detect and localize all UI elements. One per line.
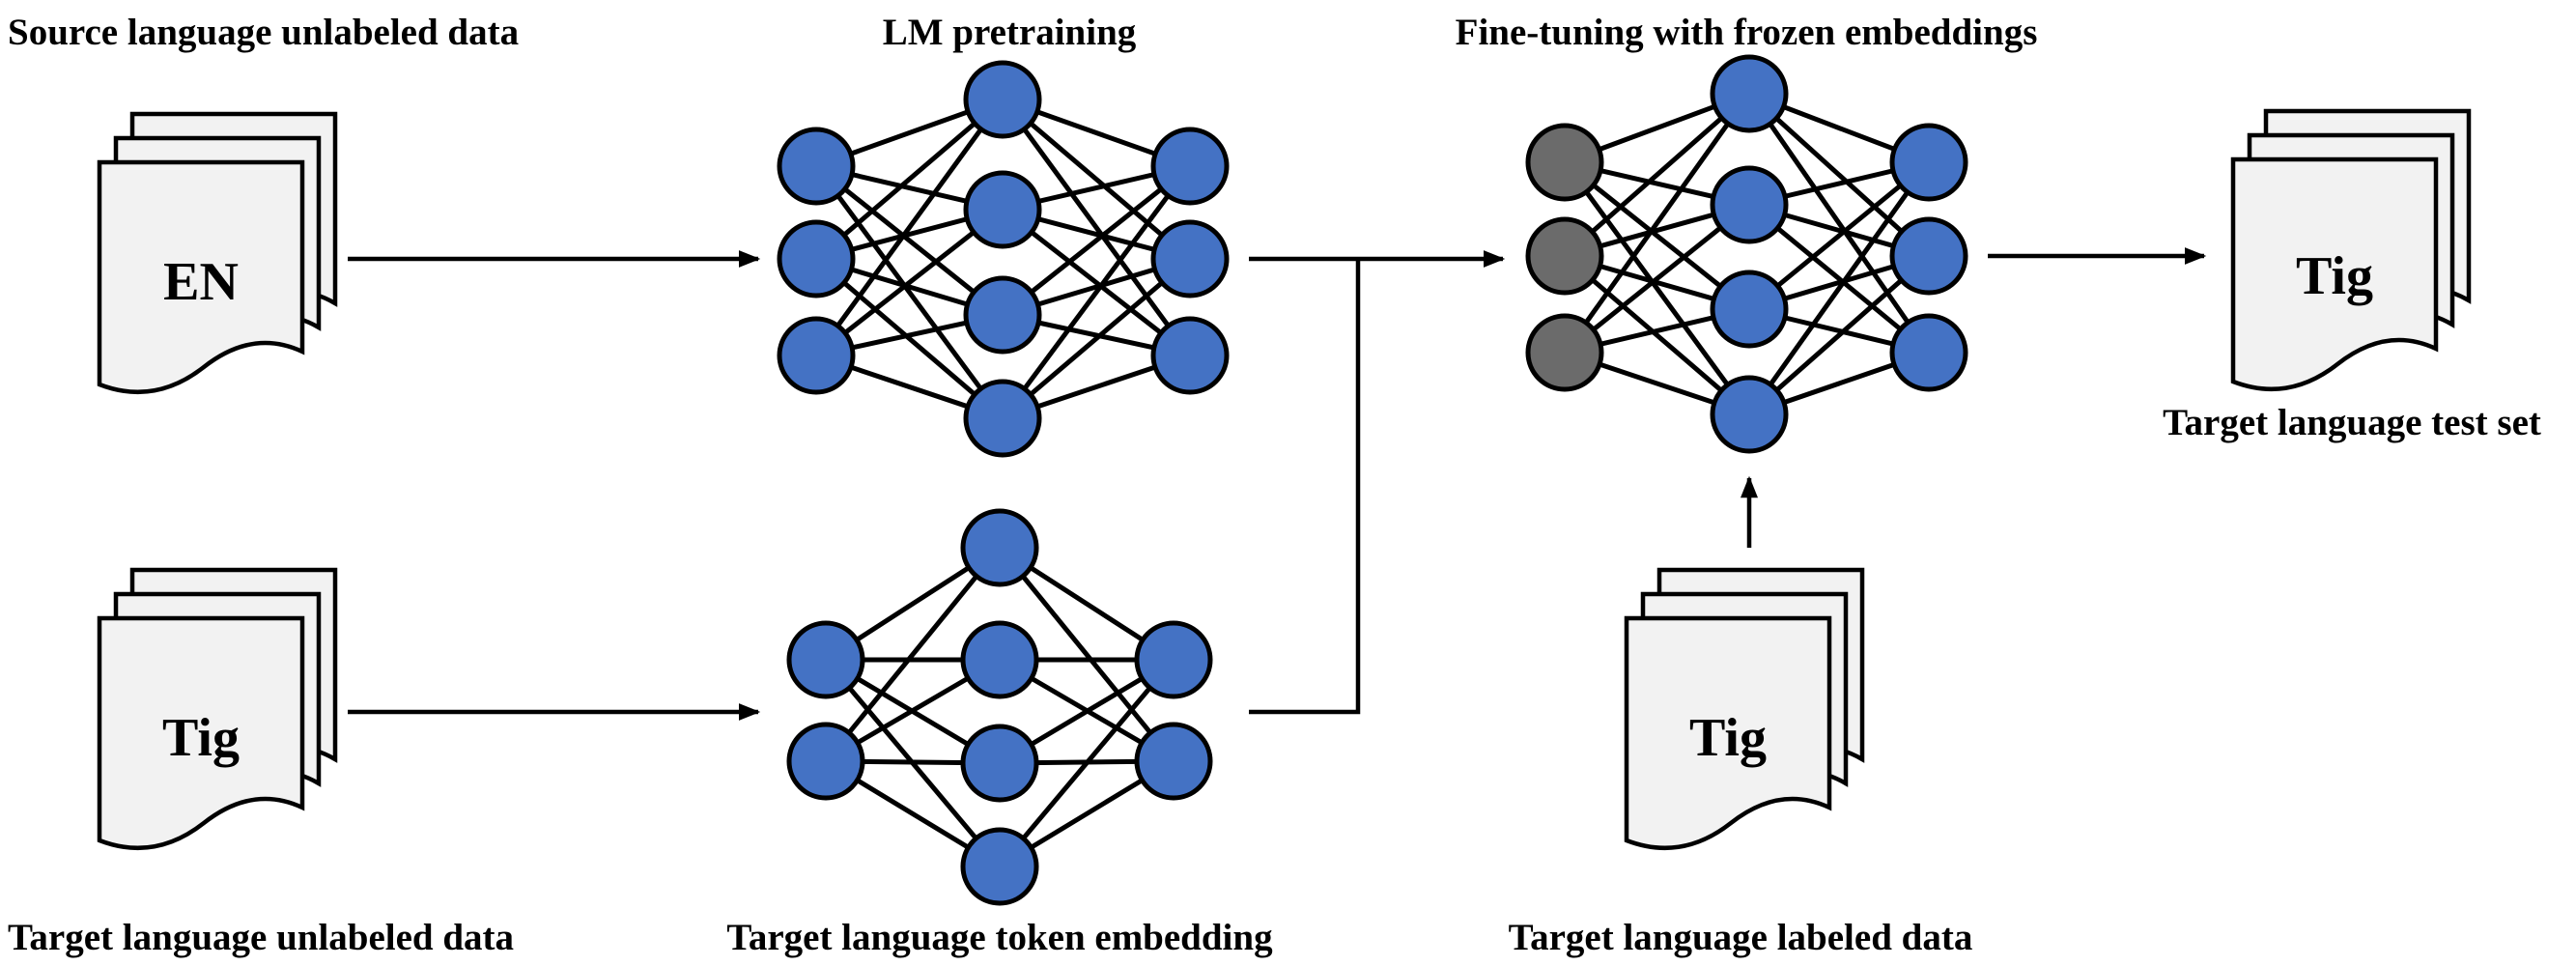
network-edge [1746, 92, 1932, 355]
page-front [97, 159, 305, 395]
network-node [963, 379, 1042, 458]
page-front [2230, 156, 2439, 392]
network-edge [1001, 164, 1192, 317]
document-label-tig: Tig [2296, 246, 2373, 306]
network-edge [1000, 164, 1193, 420]
network-edge [1563, 203, 1751, 355]
document-label-en: EN [163, 252, 239, 312]
label-finetune: Fine-tuning with frozen embeddings [1456, 12, 2038, 53]
network-node [1150, 316, 1230, 395]
network-node [777, 316, 856, 395]
network-edge [813, 164, 1005, 420]
network-node [1150, 127, 1230, 206]
network-node [1710, 375, 1789, 454]
network-edge [814, 208, 1005, 357]
network-edge [1001, 208, 1192, 357]
network-node [960, 620, 1039, 699]
network-edge [998, 546, 1175, 763]
network-edge [998, 658, 1175, 868]
label-target-unlabeled: Target language unlabeled data [8, 917, 514, 958]
document-stack-target-unlabeled: Tig [97, 567, 338, 851]
network-edge [1563, 92, 1751, 258]
network-node [777, 219, 856, 298]
network-node [1134, 620, 1213, 699]
network-edge [813, 98, 1005, 357]
network-edge [1000, 98, 1193, 357]
network-edge [1747, 92, 1931, 258]
network-node [1150, 219, 1230, 298]
frozen-embedding-node [1525, 216, 1604, 296]
page-front [1624, 615, 1832, 851]
network-edge [1746, 160, 1932, 416]
document-stack-target-labeled: Tig [1624, 567, 1865, 851]
network-node [786, 620, 865, 699]
label-target-labeled: Target language labeled data [1509, 917, 1973, 958]
network-edge [1563, 254, 1751, 416]
network-finetune [1525, 54, 1968, 454]
network-edge [814, 164, 1005, 317]
network-node [963, 275, 1042, 355]
network-node [1710, 270, 1789, 349]
network-node [1889, 123, 1968, 202]
document-label-tig: Tig [162, 708, 240, 768]
network-edge [1001, 257, 1192, 420]
network-edge [814, 257, 1005, 420]
network-edge [814, 98, 1005, 261]
network-edge [1563, 160, 1751, 311]
label-source-unlabeled: Source language unlabeled data [8, 12, 519, 53]
network-node [1134, 722, 1213, 801]
network-node [1710, 165, 1789, 244]
network-edge [824, 546, 1002, 763]
network-node [963, 60, 1042, 139]
frozen-embedding-node [1525, 123, 1604, 202]
label-target-embedding: Target language token embedding [726, 917, 1273, 958]
network-node [1889, 313, 1968, 392]
connector-embedding-to-finetune [1249, 259, 1361, 715]
network-node [960, 508, 1039, 587]
network-token-embedding [786, 508, 1213, 906]
document-stack-source: EN [97, 111, 338, 395]
network-node [1710, 54, 1789, 133]
network-node [960, 724, 1039, 803]
network-edge [1562, 92, 1752, 355]
network-node [786, 722, 865, 801]
document-label-tig: Tig [1689, 708, 1767, 768]
document-stack-test: Tig [2230, 108, 2472, 392]
network-edge [1562, 160, 1752, 416]
network-node [960, 827, 1039, 906]
label-lm-pretraining: LM pretraining [883, 12, 1137, 53]
network-edge [1001, 98, 1192, 261]
network-lm-pretraining [777, 60, 1230, 458]
network-node [1889, 216, 1968, 296]
network-edge [1747, 254, 1931, 416]
network-node [777, 127, 856, 206]
label-target-test: Target language test set [2163, 402, 2541, 443]
network-node [963, 170, 1042, 249]
page-front [97, 615, 305, 851]
frozen-embedding-node [1525, 313, 1604, 392]
